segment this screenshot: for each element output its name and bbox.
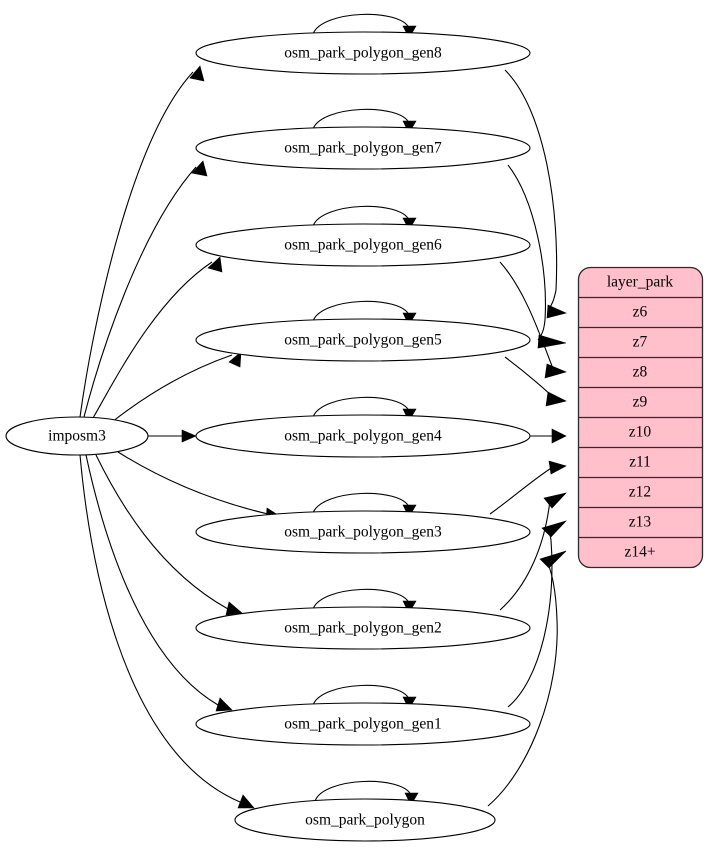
self-loop-arrowhead-gen7	[402, 120, 417, 134]
arrowhead-z11	[548, 460, 567, 475]
layer-park-row-z6[interactable]: z6	[633, 304, 648, 321]
self-loop-arrowhead-gen4	[402, 408, 417, 422]
node-osm-park-polygon-gen5[interactable]: osm_park_polygon_gen5	[195, 318, 531, 362]
gen4-ellipse[interactable]	[195, 414, 531, 458]
layer-park-row-z8[interactable]: z8	[633, 364, 648, 381]
node-group-ellipses: imposm3 osm_park_polygon_gen8 osm_park_p…	[5, 31, 531, 842]
arrowhead-z7	[537, 334, 567, 349]
layer-park-row-z11[interactable]: z11	[629, 454, 651, 471]
arrowhead-z12	[543, 492, 567, 509]
arrowhead-gen7	[191, 160, 208, 177]
self-loop-gen3	[312, 492, 410, 514]
node-imposm3[interactable]: imposm3	[5, 416, 149, 456]
imposm3-label: imposm3	[48, 428, 106, 445]
node-osm-park-polygon-gen8[interactable]: osm_park_polygon_gen8	[195, 31, 531, 75]
arrowhead-gen5	[228, 351, 242, 368]
self-loop-gen6	[312, 205, 410, 227]
gen8-label: osm_park_polygon_gen8	[284, 45, 442, 62]
arrowhead-z10	[551, 428, 567, 444]
layer-park-row-z12[interactable]: z12	[629, 484, 651, 501]
gen7-ellipse[interactable]	[195, 126, 531, 170]
arrowhead-z14	[539, 550, 567, 569]
node-osm-park-polygon-gen1[interactable]: osm_park_polygon_gen1	[195, 702, 531, 746]
gen1-ellipse[interactable]	[195, 702, 531, 746]
edge-gen7-to-z7	[507, 164, 546, 341]
gen3-ellipse[interactable]	[195, 510, 531, 554]
self-loop-arrowhead-gen3	[402, 504, 417, 518]
layer-park-header-label: layer_park	[607, 274, 674, 291]
polygon-label: osm_park_polygon	[305, 812, 425, 829]
self-loop-arrowhead-gen2	[402, 600, 417, 614]
self-loop-gen1	[312, 684, 410, 706]
edge-group-tables-to-layer	[487, 69, 567, 807]
node-osm-park-polygon-gen6[interactable]: osm_park_polygon_gen6	[195, 223, 531, 267]
self-loop-group	[312, 13, 419, 806]
edge-gen1-to-z13	[507, 526, 553, 708]
edge-imposm3-to-gen8	[79, 71, 194, 418]
gen2-label: osm_park_polygon_gen2	[284, 620, 442, 637]
self-loop-gen2	[312, 588, 410, 610]
self-loop-arrowhead-gen6	[402, 217, 417, 231]
edge-imposm3-to-gen3	[117, 451, 269, 515]
arrowhead-z9	[545, 391, 567, 407]
layer-park-row-z13[interactable]: z13	[629, 514, 652, 531]
gen4-label: osm_park_polygon_gen4	[284, 428, 442, 445]
gen5-label: osm_park_polygon_gen5	[284, 332, 442, 349]
arrowhead-gen4	[181, 429, 197, 443]
layer-park-record[interactable]: layer_park z6 z7 z8 z9 z10 z11 z12 z13 z…	[577, 266, 704, 569]
edge-gen8-to-z6	[504, 69, 558, 311]
edge-imposm3-to-gen7	[83, 166, 197, 418]
gen6-label: osm_park_polygon_gen6	[284, 237, 442, 254]
node-osm-park-polygon-gen4[interactable]: osm_park_polygon_gen4	[195, 414, 531, 458]
edge-imposm3-to-gen5	[111, 354, 233, 423]
self-loop-gen8	[312, 13, 410, 35]
node-osm-park-polygon-gen7[interactable]: osm_park_polygon_gen7	[195, 126, 531, 170]
edge-imposm3-to-gen1	[85, 454, 219, 706]
self-loop-arrowhead-gen5	[402, 312, 417, 326]
self-loop-gen7	[312, 108, 410, 130]
arrowhead-gen6	[207, 256, 223, 273]
layer-park-row-z9[interactable]: z9	[633, 394, 648, 411]
edge-gen3-to-z11	[489, 466, 554, 515]
arrowhead-gen8	[189, 65, 205, 82]
gen6-ellipse[interactable]	[195, 223, 531, 267]
arrowhead-z6	[546, 304, 567, 319]
imposm3-ellipse[interactable]	[5, 416, 149, 456]
self-loop-arrowhead-gen8	[402, 25, 417, 39]
self-loop-gen5	[312, 300, 410, 322]
gen8-ellipse[interactable]	[195, 31, 531, 75]
gen3-label: osm_park_polygon_gen3	[284, 524, 442, 541]
edge-imposm3-to-polygon	[79, 454, 241, 803]
layer-park-row-z10[interactable]: z10	[629, 424, 652, 441]
layer-park-row-z7[interactable]: z7	[633, 334, 648, 351]
arrowhead-polygon	[237, 794, 255, 809]
gen5-ellipse[interactable]	[195, 318, 531, 362]
gen1-label: osm_park_polygon_gen1	[284, 716, 442, 733]
edge-gen2-to-z12	[499, 499, 551, 611]
gen2-ellipse[interactable]	[195, 606, 531, 650]
self-loop-polygon	[314, 780, 412, 802]
node-osm-park-polygon[interactable]: osm_park_polygon	[234, 798, 496, 842]
arrowhead-z8	[544, 363, 567, 379]
layer-park-row-z14plus[interactable]: z14+	[624, 544, 655, 561]
edge-imposm3-to-gen2	[95, 454, 229, 610]
self-loop-gen4	[312, 396, 410, 418]
edge-polygon-to-z14	[487, 556, 558, 807]
polygon-ellipse[interactable]	[234, 798, 496, 842]
node-osm-park-polygon-gen3[interactable]: osm_park_polygon_gen3	[195, 510, 531, 554]
edge-gen6-to-z8	[499, 261, 553, 367]
node-osm-park-polygon-gen2[interactable]: osm_park_polygon_gen2	[195, 606, 531, 650]
gen7-label: osm_park_polygon_gen7	[284, 140, 442, 157]
self-loop-arrowhead-polygon	[404, 792, 419, 806]
self-loop-arrowhead-gen1	[402, 696, 417, 710]
arrowhead-gen2	[225, 601, 243, 616]
edge-imposm3-to-gen6	[92, 261, 213, 419]
arrowhead-z13	[541, 520, 567, 538]
arrowhead-gen1	[215, 697, 233, 712]
